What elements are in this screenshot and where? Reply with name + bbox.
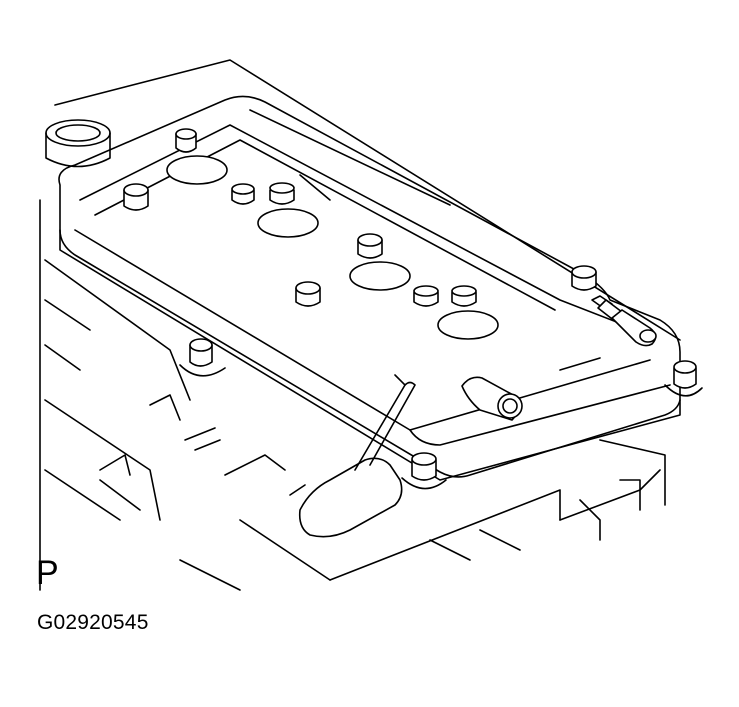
mounting-studs xyxy=(179,338,703,490)
oil-filler-neck xyxy=(45,119,111,168)
pcv-valve xyxy=(591,295,657,347)
bracket xyxy=(99,374,416,538)
spark-plug-wells xyxy=(166,155,499,340)
view-label: P xyxy=(36,554,59,592)
cover-bolts xyxy=(123,128,597,307)
figure-code: G02920545 xyxy=(37,611,149,634)
engine-block-outline xyxy=(39,59,681,591)
breather-pipe xyxy=(461,376,523,421)
